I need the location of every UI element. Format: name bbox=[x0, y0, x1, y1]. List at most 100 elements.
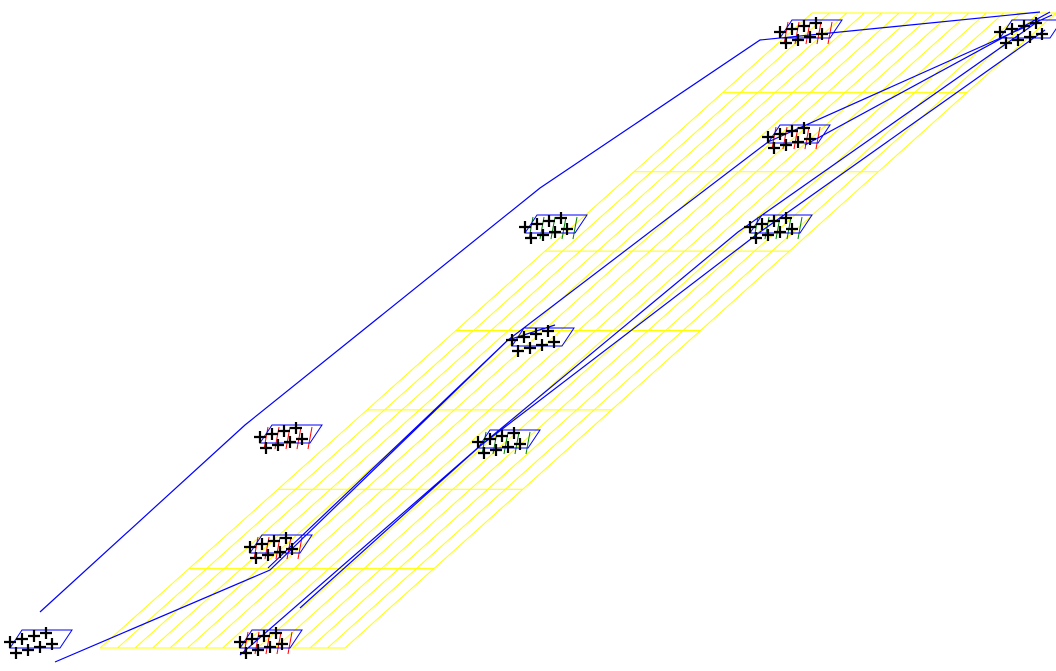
node-marker bbox=[508, 427, 520, 439]
node-marker bbox=[555, 212, 567, 224]
load-vector bbox=[287, 631, 293, 655]
node-marker bbox=[816, 28, 828, 40]
node-marker bbox=[1036, 28, 1048, 40]
node-marker bbox=[490, 444, 502, 456]
node-marker bbox=[768, 142, 780, 154]
node-marker bbox=[246, 633, 258, 645]
load-vector bbox=[297, 536, 303, 560]
node-marker bbox=[512, 345, 524, 357]
node-marker bbox=[46, 638, 58, 650]
node-marker bbox=[484, 433, 496, 445]
load-vectors bbox=[243, 21, 833, 655]
node-marker bbox=[524, 342, 536, 354]
node-marker bbox=[762, 229, 774, 241]
node-marker bbox=[1024, 31, 1036, 43]
node-marker bbox=[296, 433, 308, 445]
frame-members bbox=[9, 11, 1056, 663]
node-marker bbox=[804, 133, 816, 145]
node-marker bbox=[1000, 37, 1012, 49]
node-marker bbox=[274, 546, 286, 558]
node-marker bbox=[798, 122, 810, 134]
frame-member-lower-left-chord bbox=[299, 19, 1041, 609]
node-marker bbox=[780, 37, 792, 49]
node-marker bbox=[518, 331, 530, 343]
node-marker bbox=[548, 336, 560, 348]
node-markers bbox=[4, 17, 1048, 659]
node-marker bbox=[506, 334, 518, 346]
node-marker bbox=[16, 633, 28, 645]
node-marker bbox=[531, 218, 543, 230]
node-marker bbox=[478, 447, 490, 459]
node-marker bbox=[240, 647, 252, 659]
node-marker bbox=[786, 125, 798, 137]
node-marker bbox=[744, 221, 756, 233]
node-marker bbox=[786, 223, 798, 235]
node-marker bbox=[1018, 20, 1030, 32]
node-marker bbox=[234, 636, 246, 648]
node-marker bbox=[1030, 17, 1042, 29]
node-marker bbox=[262, 549, 274, 561]
node-marker bbox=[252, 644, 264, 656]
node-marker bbox=[561, 223, 573, 235]
node-marker bbox=[537, 229, 549, 241]
load-vector bbox=[572, 216, 578, 240]
node-marker bbox=[250, 552, 262, 564]
node-marker bbox=[244, 541, 256, 553]
frame-member-lower-right-chord bbox=[239, 29, 1046, 656]
node-marker bbox=[22, 644, 34, 656]
node-marker bbox=[472, 436, 484, 448]
node-marker bbox=[260, 442, 272, 454]
node-marker bbox=[786, 23, 798, 35]
node-marker bbox=[792, 34, 804, 46]
node-marker bbox=[34, 641, 46, 653]
load-vector bbox=[525, 431, 531, 455]
node-marker bbox=[798, 20, 810, 32]
node-marker bbox=[286, 543, 298, 555]
node-marker bbox=[290, 422, 302, 434]
node-marker bbox=[266, 428, 278, 440]
frame-member-upper-left-chord bbox=[39, 11, 1041, 613]
frame-member-right-diagonal bbox=[804, 11, 1051, 146]
node-marker bbox=[1012, 34, 1024, 46]
node-marker bbox=[254, 431, 266, 443]
node-marker bbox=[780, 212, 792, 224]
node-marker bbox=[4, 636, 16, 648]
node-marker bbox=[774, 26, 786, 38]
node-marker bbox=[804, 31, 816, 43]
ground-grid bbox=[99, 12, 1056, 649]
load-vector bbox=[797, 216, 803, 240]
node-marker bbox=[756, 218, 768, 230]
node-marker bbox=[542, 325, 554, 337]
node-marker bbox=[774, 226, 786, 238]
node-marker bbox=[768, 215, 780, 227]
load-vector bbox=[307, 426, 313, 450]
node-marker bbox=[28, 630, 40, 642]
node-marker bbox=[270, 627, 282, 639]
node-marker bbox=[1006, 23, 1018, 35]
node-marker bbox=[810, 17, 822, 29]
node-marker bbox=[519, 221, 531, 233]
node-marker bbox=[268, 535, 280, 547]
node-marker bbox=[280, 532, 292, 544]
node-marker bbox=[543, 215, 555, 227]
node-marker bbox=[774, 128, 786, 140]
node-marker bbox=[276, 638, 288, 650]
node-marker bbox=[525, 232, 537, 244]
node-marker bbox=[256, 538, 268, 550]
node-marker bbox=[549, 226, 561, 238]
node-marker bbox=[284, 436, 296, 448]
node-marker bbox=[994, 26, 1006, 38]
node-marker bbox=[780, 139, 792, 151]
node-marker bbox=[530, 328, 542, 340]
node-marker bbox=[502, 441, 514, 453]
node-marker bbox=[750, 232, 762, 244]
node-marker bbox=[496, 430, 508, 442]
node-marker bbox=[40, 627, 52, 639]
node-marker bbox=[264, 641, 276, 653]
node-marker bbox=[536, 339, 548, 351]
node-marker bbox=[10, 647, 22, 659]
node-marker bbox=[278, 425, 290, 437]
node-marker bbox=[258, 630, 270, 642]
